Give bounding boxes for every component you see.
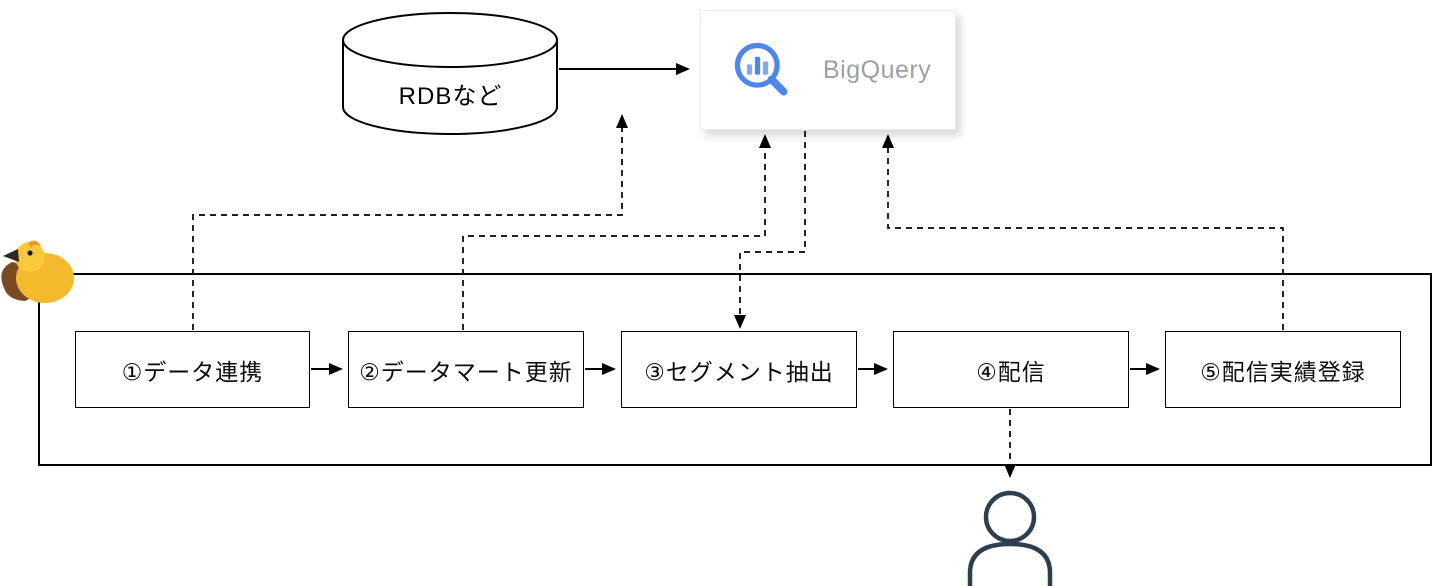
step-box-4: ④配信 — [893, 331, 1129, 408]
rdb-label: RDBなど — [398, 83, 503, 110]
step-3-label: ③セグメント抽出 — [644, 358, 834, 385]
step-box-1: ①データ連携 — [75, 331, 310, 408]
bigquery-label: BigQuery — [823, 55, 932, 84]
bigquery-logo-icon — [734, 42, 788, 96]
person-user-icon — [967, 490, 1053, 586]
step-box-5: ⑤配信実績登録 — [1165, 331, 1401, 408]
dashed-connector-step2-to-bigquery — [462, 134, 771, 330]
dashed-connector-bigquery-to-step3 — [734, 131, 806, 329]
step-5-label: ⑤配信実績登録 — [1200, 358, 1366, 385]
step-box-3: ③セグメント抽出 — [621, 331, 857, 408]
step-2-label: ②データマート更新 — [359, 358, 573, 385]
dashed-connector-step1-up — [192, 114, 628, 330]
database-cylinder-icon — [342, 12, 558, 135]
workflow-container-box — [38, 273, 1432, 466]
step-box-2: ②データマート更新 — [348, 331, 584, 408]
step-4-label: ④配信 — [976, 358, 1046, 385]
step-1-label: ①データ連携 — [121, 358, 264, 385]
bigquery-card: BigQuery — [700, 10, 956, 130]
dashed-connector-step5-to-bigquery — [882, 134, 1284, 330]
workflow-bird-mascot-icon — [1, 240, 74, 303]
